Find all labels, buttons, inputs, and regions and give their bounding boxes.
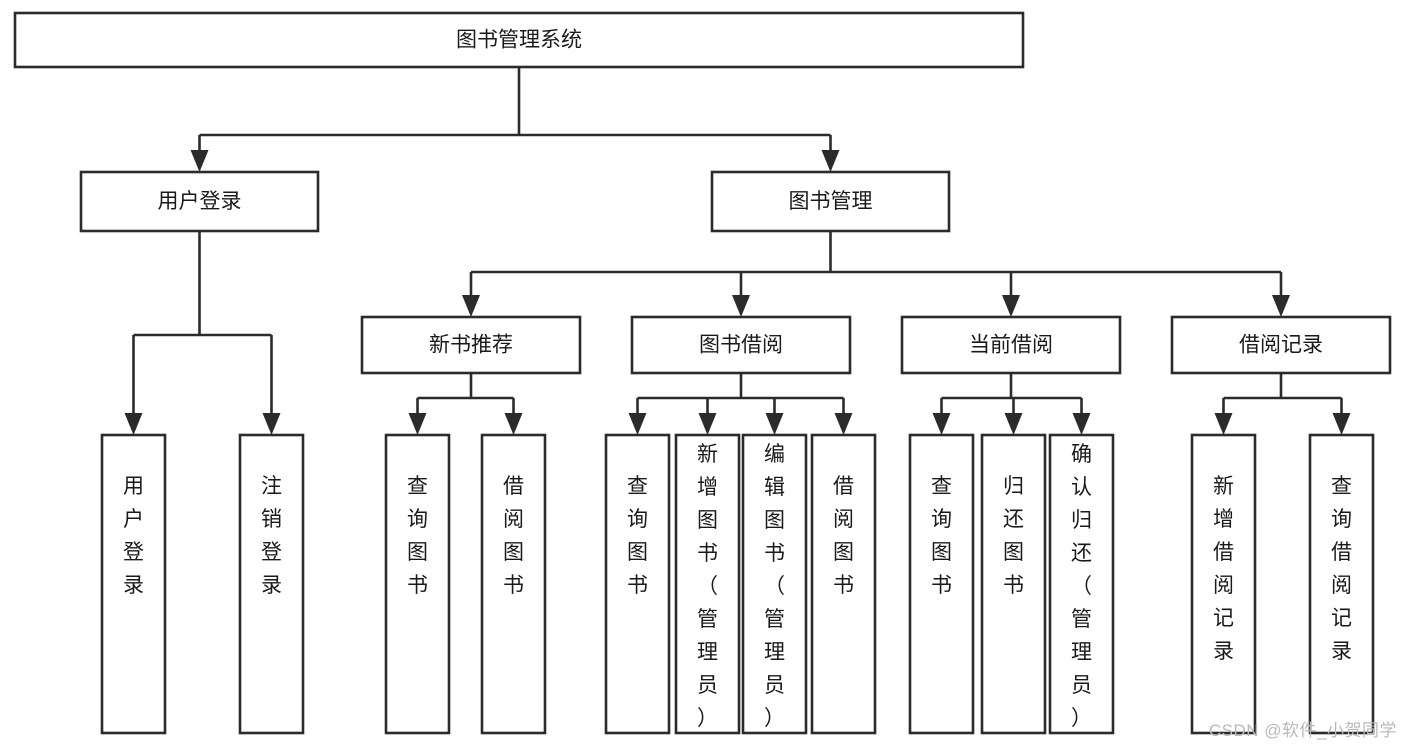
node-box[interactable]	[100, 433, 167, 735]
node-label: 当前借阅	[969, 334, 1053, 357]
node-label: 查询图书	[627, 475, 648, 597]
node-box[interactable]	[908, 433, 975, 735]
connector-group-book-manage	[462, 231, 1290, 317]
arrow-head-icon	[504, 413, 523, 435]
node-new-book-rec[interactable]: 新书推荐	[360, 315, 582, 375]
arrow-head-icon	[1072, 413, 1091, 435]
arrow-head-icon	[932, 413, 951, 435]
node-box[interactable]	[630, 315, 852, 375]
node-leaf-query-book-1[interactable]: 查询图书	[384, 433, 451, 735]
node-root[interactable]: 图书管理系统	[13, 11, 1025, 69]
arrow-head-icon	[124, 413, 143, 435]
node-leaf-borrow-book-1[interactable]: 借阅图书	[480, 433, 547, 735]
node-label: 编辑图书（管理员）	[764, 443, 785, 730]
node-user-login[interactable]: 用户登录	[79, 170, 320, 233]
arrow-head-icon	[1272, 295, 1290, 317]
arrow-head-icon	[1214, 413, 1233, 435]
connector-group-book-borrow	[628, 373, 853, 435]
csdn-watermark: CSDN @软件_小贺同学	[1208, 721, 1397, 740]
node-label: 新增图书（管理员）	[697, 443, 718, 730]
node-box[interactable]	[1190, 433, 1257, 735]
node-box[interactable]	[360, 315, 582, 375]
node-label: 图书借阅	[699, 334, 783, 357]
node-box[interactable]	[980, 433, 1047, 735]
node-label: 借阅图书	[833, 475, 854, 597]
node-leaf-user-login[interactable]: 用户登录	[100, 433, 167, 735]
arrow-head-icon	[834, 413, 853, 435]
arrow-head-icon	[262, 413, 281, 435]
arrow-head-icon	[408, 413, 427, 435]
node-label: 查询图书	[931, 475, 952, 597]
node-box[interactable]	[480, 433, 547, 735]
node-leaf-edit-book[interactable]: 编辑图书（管理员）	[741, 433, 808, 735]
node-box[interactable]	[13, 11, 1025, 69]
node-box[interactable]	[674, 433, 741, 735]
node-leaf-logout[interactable]: 注销登录	[238, 433, 305, 735]
node-leaf-add-book[interactable]: 新增图书（管理员）	[674, 433, 741, 735]
node-box[interactable]	[384, 433, 451, 735]
nodes-layer: 图书管理系统用户登录图书管理新书推荐图书借阅当前借阅借阅记录用户登录注销登录查询…	[13, 11, 1392, 735]
arrow-head-icon	[698, 413, 717, 435]
node-box[interactable]	[1048, 433, 1115, 735]
arrow-head-icon	[462, 295, 480, 317]
node-label: 新增借阅记录	[1213, 475, 1234, 663]
node-box[interactable]	[741, 433, 808, 735]
node-label: 新书推荐	[429, 334, 513, 357]
node-borrow-record[interactable]: 借阅记录	[1170, 315, 1392, 375]
node-leaf-query-book-3[interactable]: 查询图书	[908, 433, 975, 735]
node-leaf-return-book[interactable]: 归还图书	[980, 433, 1047, 735]
arrow-head-icon	[765, 413, 784, 435]
node-current-borrow[interactable]: 当前借阅	[900, 315, 1122, 375]
connector-group-current-borrow	[932, 373, 1091, 435]
node-label: 查询图书	[407, 475, 428, 597]
arrow-head-icon	[190, 150, 209, 172]
arrow-head-icon	[1002, 295, 1020, 317]
node-box[interactable]	[1308, 433, 1375, 735]
node-label: 注销登录	[261, 475, 282, 597]
connector-group-user-login	[124, 231, 281, 435]
node-leaf-confirm-return[interactable]: 确认归还（管理员）	[1048, 433, 1115, 735]
node-label: 确认归还（管理员）	[1071, 443, 1092, 730]
node-box[interactable]	[810, 433, 877, 735]
connector-group-borrow-record	[1214, 373, 1351, 435]
node-label: 归还图书	[1003, 475, 1024, 597]
node-label: 查询借阅记录	[1331, 475, 1352, 663]
node-label: 借阅图书	[503, 475, 524, 597]
node-book-manage[interactable]: 图书管理	[710, 170, 951, 233]
node-leaf-borrow-book-2[interactable]: 借阅图书	[810, 433, 877, 735]
connectors-layer	[124, 67, 1351, 435]
arrow-head-icon	[821, 150, 840, 172]
node-box[interactable]	[79, 170, 320, 233]
node-box[interactable]	[710, 170, 951, 233]
node-leaf-query-book-2[interactable]: 查询图书	[604, 433, 671, 735]
node-box[interactable]	[900, 315, 1122, 375]
arrow-head-icon	[1332, 413, 1351, 435]
node-label: 用户登录	[123, 475, 144, 597]
node-label: 用户登录	[158, 190, 242, 213]
node-box[interactable]	[238, 433, 305, 735]
arrow-head-icon	[732, 295, 750, 317]
arrow-head-icon	[628, 413, 647, 435]
node-label: 图书管理系统	[456, 29, 582, 52]
node-leaf-add-record[interactable]: 新增借阅记录	[1190, 433, 1257, 735]
node-box[interactable]	[1170, 315, 1392, 375]
node-box[interactable]	[604, 433, 671, 735]
connector-group-root	[190, 67, 840, 172]
node-label: 图书管理	[789, 190, 873, 213]
node-leaf-query-record[interactable]: 查询借阅记录	[1308, 433, 1375, 735]
node-label: 借阅记录	[1239, 334, 1323, 357]
connector-group-new-book-rec	[408, 373, 523, 435]
arrow-head-icon	[1004, 413, 1023, 435]
node-book-borrow[interactable]: 图书借阅	[630, 315, 852, 375]
